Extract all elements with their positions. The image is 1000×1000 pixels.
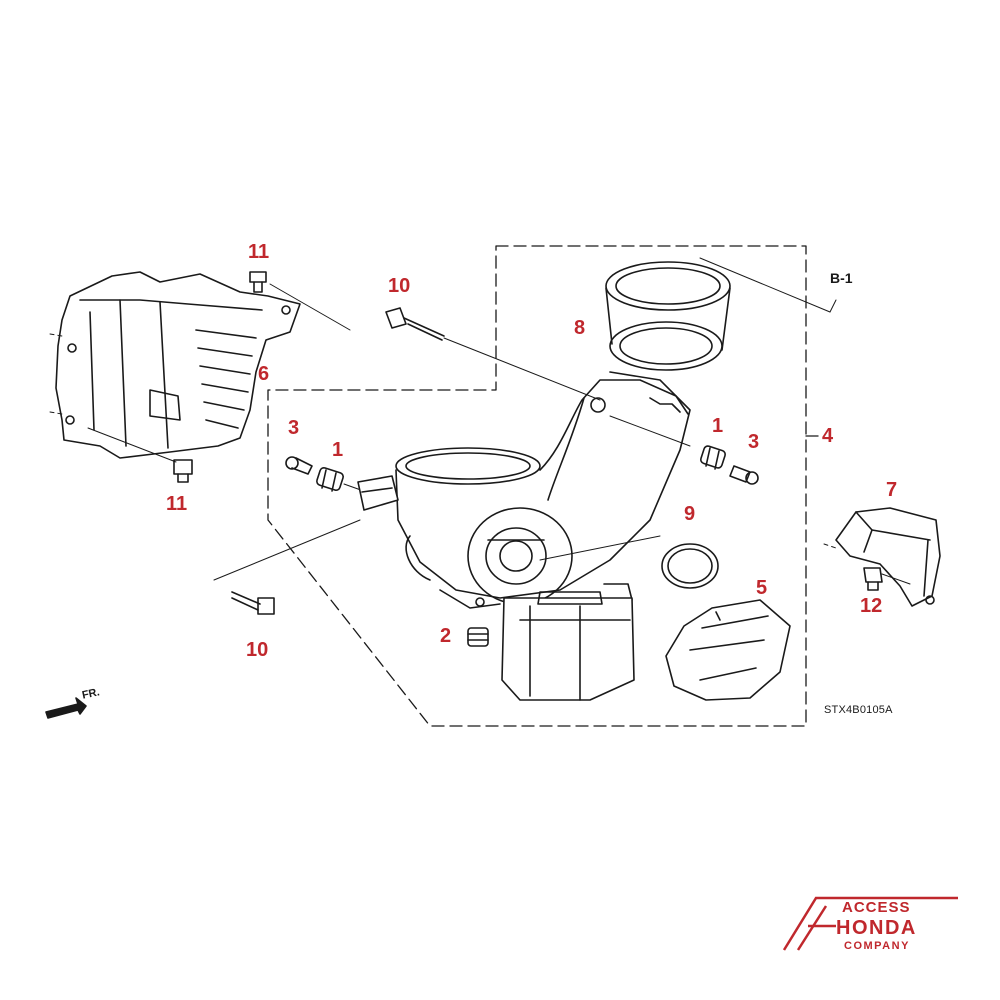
bracket-7 [835, 507, 941, 607]
bolt-12 [863, 567, 883, 591]
callout-1-left: 1 [332, 439, 344, 461]
callout-1-right: 1 [712, 415, 724, 437]
grommet-1-left [316, 466, 344, 492]
grommet-1-right [699, 445, 727, 470]
callout-12: 12 [860, 595, 883, 617]
assembly-boundary [267, 245, 807, 727]
bolt-11-lower [173, 459, 193, 483]
access-honda-logo: ACCESS HONDA COMPANY [778, 893, 968, 963]
callout-5: 5 [756, 577, 768, 599]
section-ref-label: B-1 [830, 270, 853, 286]
diagram-reference-code: STX4B0105A [824, 704, 893, 716]
callout-10-upper: 10 [388, 275, 411, 297]
callout-11-upper: 11 [248, 241, 270, 263]
filter-ring-8 [605, 261, 731, 371]
leader-6b [49, 411, 63, 415]
callout-9: 9 [684, 503, 696, 525]
logo-line-company: COMPANY [844, 940, 910, 952]
o-ring-9 [661, 543, 719, 589]
resonator-cap-5 [665, 599, 791, 701]
callout-4: 4 [822, 425, 834, 447]
leader-6a [49, 333, 63, 337]
callout-3-right: 3 [748, 431, 760, 453]
side-cover-panel [55, 271, 301, 459]
callout-6: 6 [258, 363, 270, 385]
callout-11-lower: 11 [166, 493, 188, 515]
callout-8: 8 [574, 317, 586, 339]
logo-line-access: ACCESS [842, 899, 911, 916]
bolt-10-upper [385, 307, 445, 341]
callout-3-left: 3 [288, 417, 300, 439]
callout-2: 2 [440, 625, 452, 647]
collar-3-right [729, 465, 759, 485]
front-arrow-icon [45, 697, 87, 719]
callout-7: 7 [886, 479, 898, 501]
intake-duct-assembly [357, 371, 691, 701]
collar-3-left [285, 456, 313, 475]
callout-10-lower: 10 [246, 639, 269, 661]
nut-2 [467, 627, 489, 647]
bolt-11-upper [249, 271, 267, 293]
bolt-10-lower [231, 591, 275, 615]
logo-line-honda: HONDA [836, 917, 917, 939]
access-honda-logo-icon [782, 896, 958, 951]
